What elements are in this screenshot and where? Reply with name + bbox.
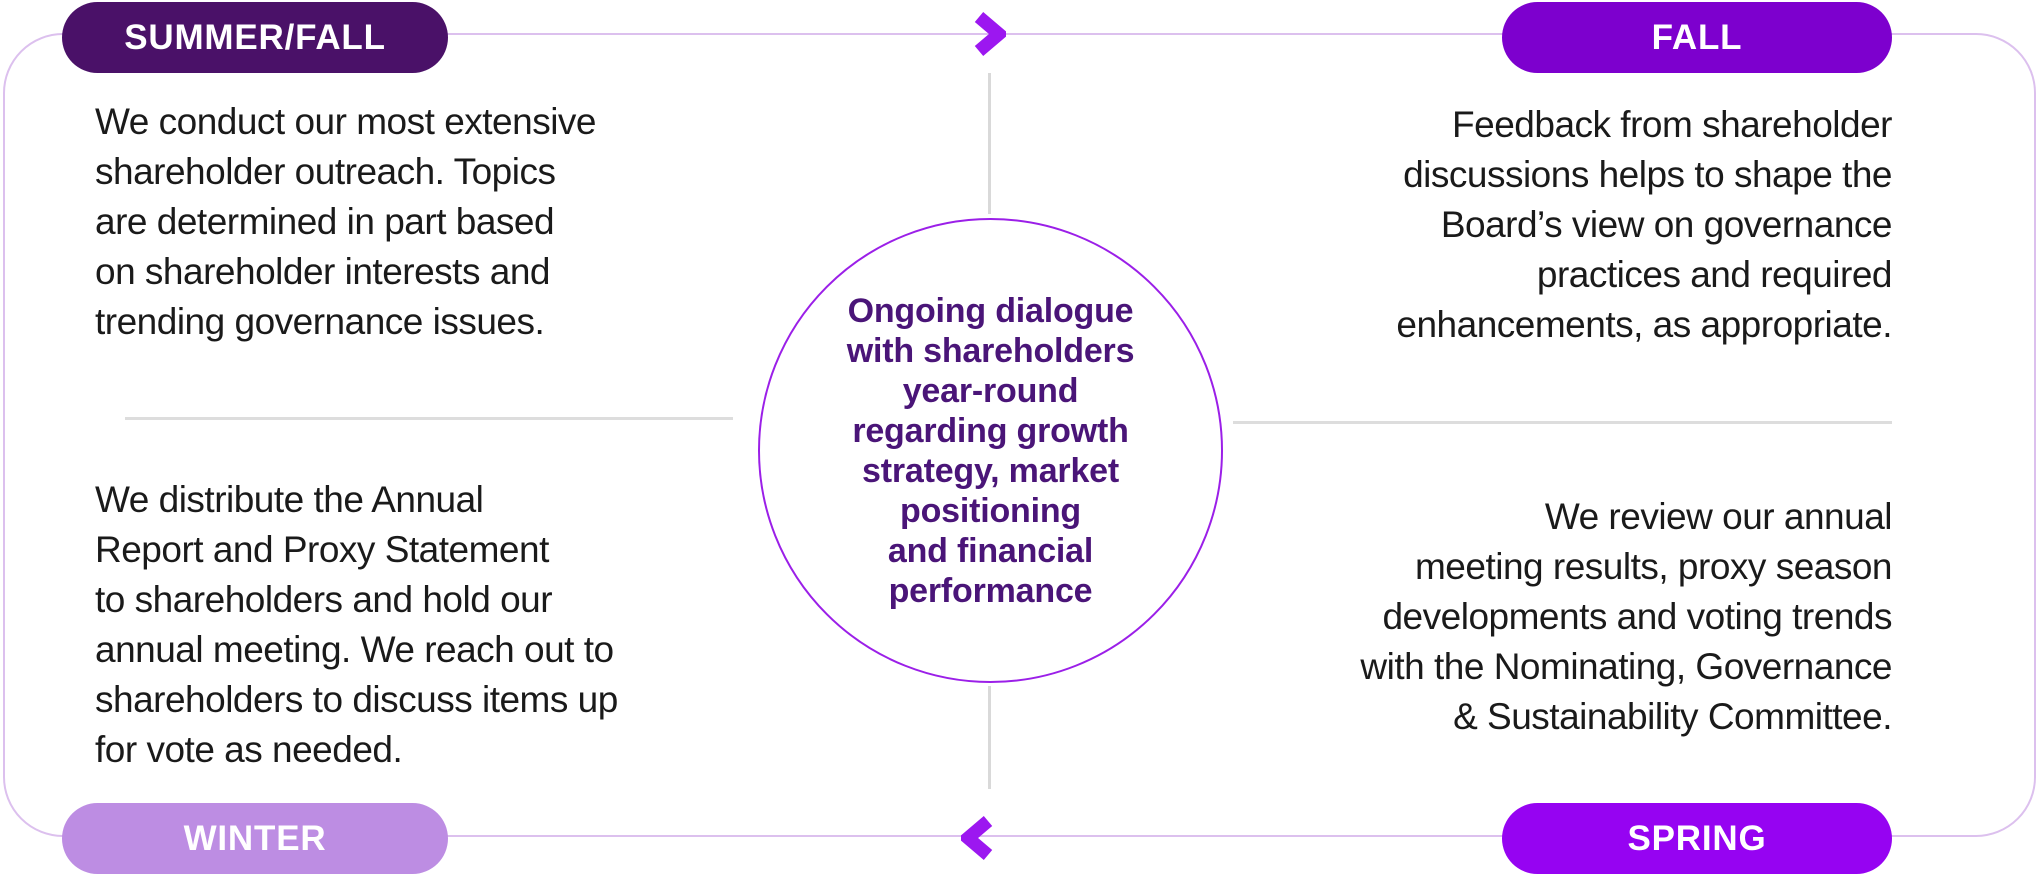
top-connector-line	[988, 73, 991, 214]
chevron-left-icon	[961, 816, 993, 860]
right-quadrant-divider	[1233, 421, 1892, 424]
spring-badge: SPRING	[1502, 803, 1892, 874]
chevron-right-icon	[974, 12, 1006, 56]
summer-fall-description: We conduct our most extensive shareholde…	[95, 101, 597, 342]
left-quadrant-divider	[125, 417, 733, 420]
winter-description: We distribute the Annual Report and Prox…	[95, 479, 618, 770]
winter-badge-label: WINTER	[183, 818, 327, 858]
summer-fall-badge: SUMMER/FALL	[62, 2, 448, 73]
spring-badge-label: SPRING	[1627, 818, 1767, 858]
fall-badge-label: FALL	[1651, 17, 1743, 57]
center-circle: Ongoing dialogue with shareholders year-…	[758, 218, 1223, 683]
winter-badge: WINTER	[62, 803, 448, 874]
spring-description: We review our annual meeting results, pr…	[1360, 496, 1892, 737]
cycle-frame-border	[3, 33, 2036, 837]
summer-fall-badge-label: SUMMER/FALL	[124, 17, 386, 57]
center-circle-text: Ongoing dialogue with shareholders year-…	[846, 291, 1135, 610]
fall-description: Feedback from shareholder discussions he…	[1396, 104, 1892, 345]
fall-badge: FALL	[1502, 2, 1892, 73]
bottom-connector-line	[988, 686, 991, 789]
